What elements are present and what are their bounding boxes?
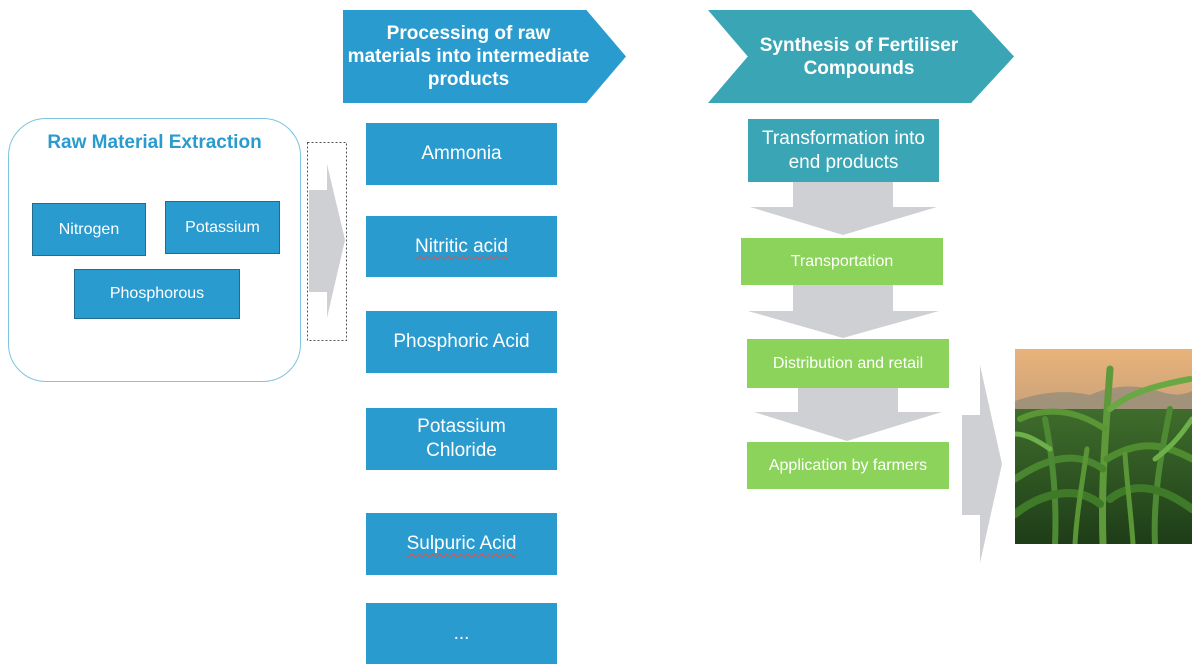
product-phosphoric-acid: Phosphoric Acid <box>366 311 557 373</box>
raw-material-title: Raw Material Extraction <box>47 132 262 153</box>
raw-item-phosphorous: Phosphorous <box>74 269 240 319</box>
product-potassium-chloride: Potassium Chloride <box>366 408 557 470</box>
step-transportation: Transportation <box>741 238 943 285</box>
raw-item-potassium: Potassium <box>165 201 280 254</box>
down-arrow-1 <box>748 182 939 236</box>
product-nitritic-acid: Nitritic acid <box>366 216 557 277</box>
product-more: ... <box>366 603 557 664</box>
to-field-arrow <box>960 365 1004 563</box>
product-sulpuric-acid: Sulpuric Acid <box>366 513 557 575</box>
down-arrow-3 <box>752 388 944 442</box>
down-arrow-2 <box>746 285 941 339</box>
step-distribution-retail: Distribution and retail <box>747 339 949 388</box>
product-ammonia: Ammonia <box>366 123 557 185</box>
step-application-by-farmers: Application by farmers <box>747 442 949 489</box>
raw-item-nitrogen: Nitrogen <box>32 203 146 256</box>
step-transformation: Transformation into end products <box>748 119 939 182</box>
raw-to-processing-arrow <box>307 142 347 341</box>
corn-field-image <box>1015 349 1192 544</box>
processing-header: Processing of raw materials into interme… <box>343 10 626 103</box>
synthesis-header: Synthesis of Fertiliser Compounds <box>708 10 1014 103</box>
